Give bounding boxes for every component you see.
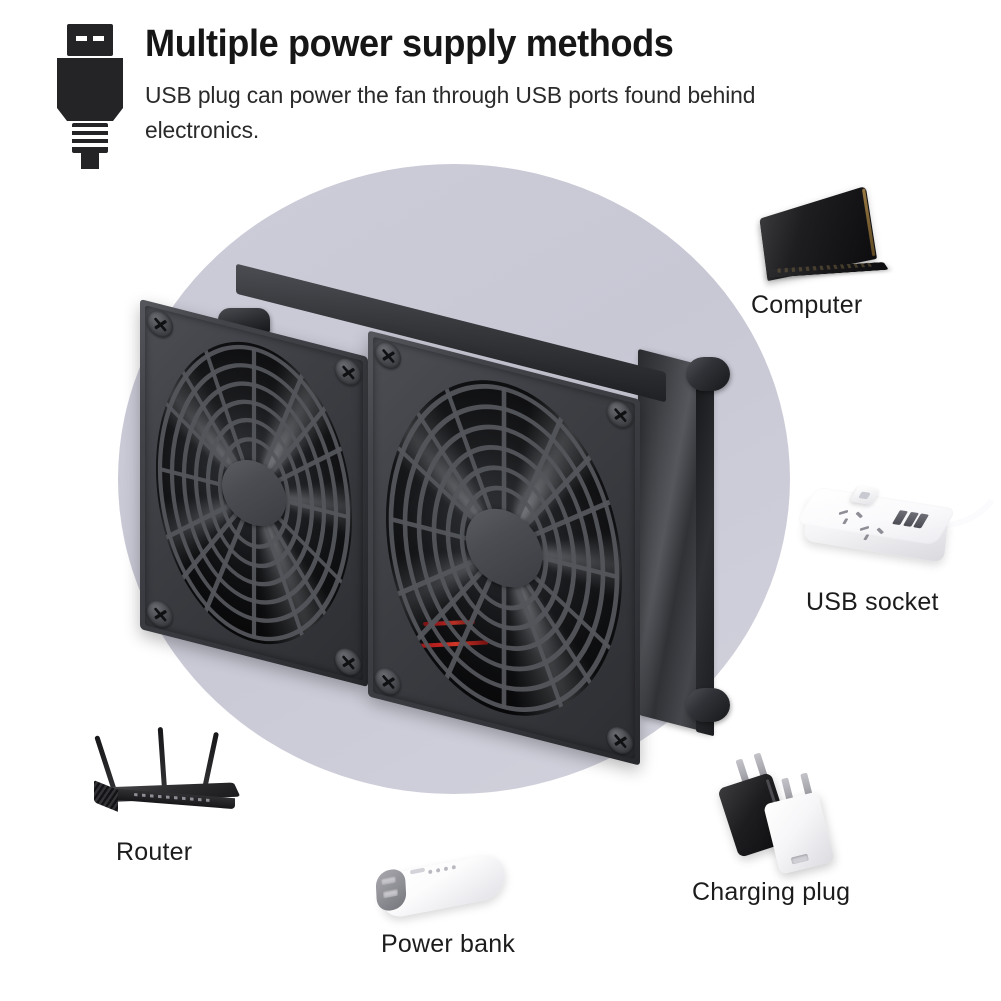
wall-charger-white [763, 791, 835, 875]
mounting-post-top-right [686, 357, 730, 391]
page-title: Multiple power supply methods [145, 23, 674, 65]
usb-plug-icon [47, 22, 133, 170]
router-antenna-right [202, 731, 220, 790]
header-text-block: Multiple power supply methods USB plug c… [145, 22, 935, 148]
device-label-charging-plug: Charging plug [692, 878, 851, 906]
router-antenna-center [157, 726, 167, 790]
power-strip-icon [795, 451, 1001, 580]
header-banner: Multiple power supply methods USB plug c… [0, 0, 1001, 175]
fan-grille-right [388, 381, 620, 715]
cooling-fan-product [140, 263, 780, 780]
power-bank-icon [370, 851, 520, 926]
device-label-usb-socket: USB socket [806, 588, 939, 616]
fan-panel-left [140, 298, 368, 688]
laptop-icon [744, 185, 894, 295]
router-icon [78, 726, 278, 830]
page-subtitle: USB plug can power the fan through USB p… [145, 82, 756, 143]
mounting-post-bottom-right [686, 688, 730, 722]
fan-back-plate [696, 371, 714, 737]
device-label-router: Router [116, 838, 193, 866]
fan-panel-right [368, 330, 640, 766]
device-label-power-bank: Power bank [381, 930, 516, 958]
wall-charger-icon [715, 752, 895, 875]
fan-air-opening-right [386, 352, 622, 744]
device-label-computer: Computer [751, 291, 863, 319]
